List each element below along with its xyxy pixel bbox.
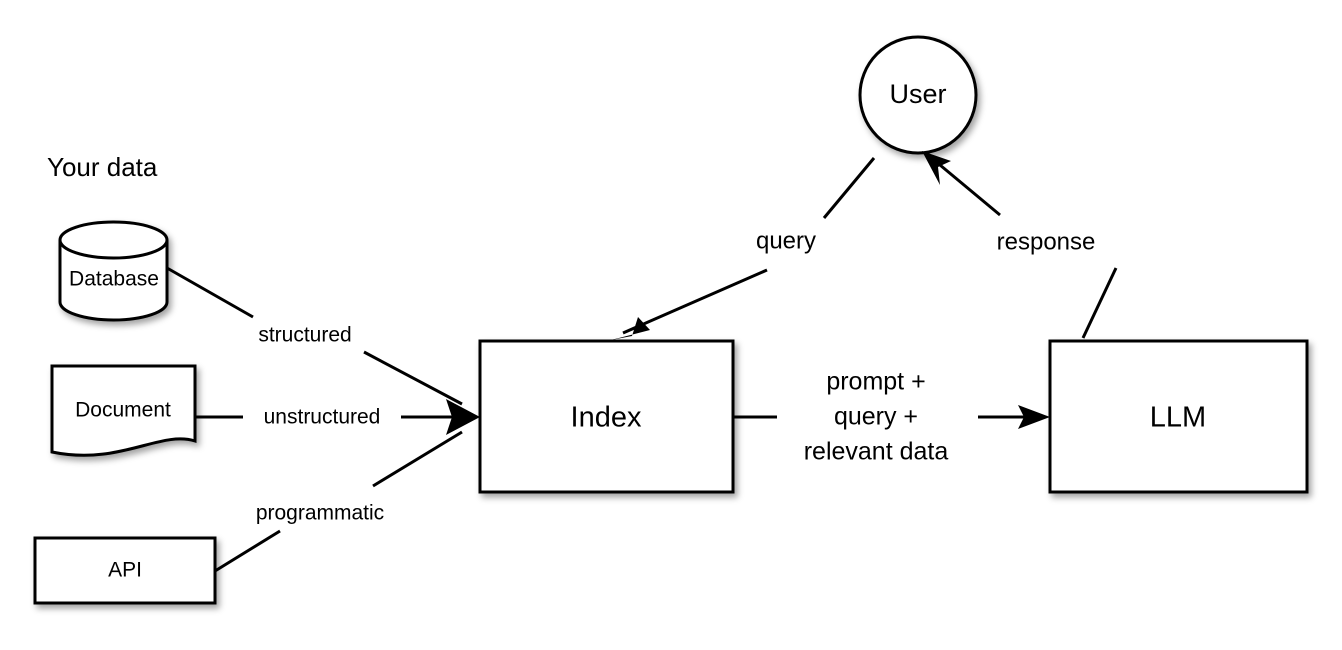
edge-label-unstructured: unstructured <box>264 406 381 429</box>
edge-label-query: query <box>756 227 816 254</box>
api-fill <box>35 538 215 603</box>
edge-label-structured: structured <box>258 324 351 347</box>
database-top-ellipse <box>58 220 169 260</box>
edge-index-to-llm <box>733 405 1050 429</box>
api-label: API <box>108 559 142 582</box>
index-label: Index <box>571 402 642 434</box>
index-inbound-arrowhead <box>446 399 480 435</box>
edge-label-response: response <box>997 228 1096 255</box>
edge-api-to-index <box>214 430 463 573</box>
llm-label: LLM <box>1150 402 1206 434</box>
user-label: User <box>889 79 946 109</box>
query-line-segment-2 <box>622 268 768 335</box>
edge-label-programmatic: programmatic <box>256 502 384 525</box>
llm-outline <box>1048 339 1309 494</box>
node-llm[interactable] <box>1048 339 1309 494</box>
response-line-segment-2 <box>933 158 1001 217</box>
programmatic-line-segment-2 <box>372 430 463 488</box>
user-outline <box>858 35 978 155</box>
edge-llm-to-user <box>922 151 1118 339</box>
structured-line-segment-2 <box>363 350 463 406</box>
edge-database-to-index <box>166 266 463 406</box>
your-data-title: Your data <box>47 152 158 182</box>
response-arrowhead <box>922 151 951 185</box>
user-fill <box>860 37 976 153</box>
document-label: Document <box>75 399 171 422</box>
document-fill <box>52 366 195 456</box>
edge-label-relevant-data: relevant data <box>804 438 949 466</box>
node-api[interactable] <box>33 536 217 605</box>
query-line-segment-1 <box>822 157 876 219</box>
edge-user-to-index <box>611 157 876 340</box>
index-fill <box>480 341 733 492</box>
llm-fill <box>1050 341 1307 492</box>
structured-line-segment-1 <box>166 266 254 319</box>
query-arrowhead <box>611 317 650 340</box>
node-database[interactable] <box>58 220 169 322</box>
node-document[interactable] <box>50 364 197 457</box>
node-user[interactable] <box>858 35 978 155</box>
database-body-outline <box>58 240 169 322</box>
edge-label-query-plus: query + <box>834 403 918 431</box>
node-index[interactable] <box>478 339 735 494</box>
index-to-llm-arrowhead <box>1018 405 1050 429</box>
document-outline <box>50 364 197 457</box>
database-top-fill <box>60 222 167 258</box>
edge-label-prompt: prompt + <box>826 368 925 396</box>
response-line-segment-1 <box>1081 267 1118 339</box>
programmatic-line-segment-1 <box>214 529 281 573</box>
database-label: Database <box>69 268 159 291</box>
